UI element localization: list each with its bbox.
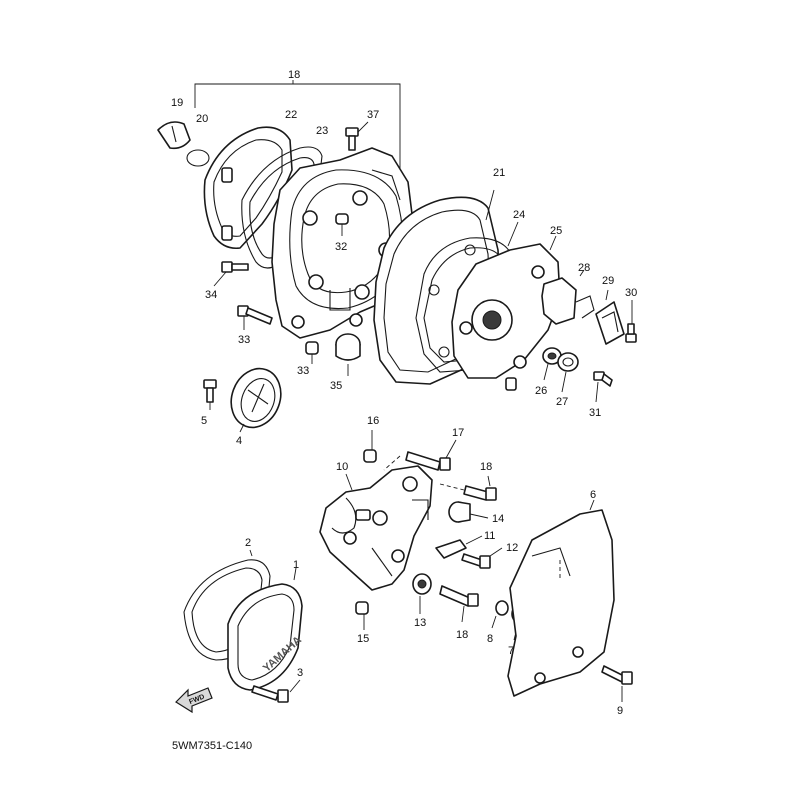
callout-3: 3 (297, 667, 303, 679)
callout-30: 29 (602, 275, 614, 287)
callout-32: 31 (589, 407, 601, 419)
fwd-arrow-icon: FWD (175, 687, 213, 714)
part-20-cap (157, 121, 191, 150)
drawing-code: 5WM7351-C140 (172, 740, 252, 752)
part-33-dowel-lower (305, 341, 319, 364)
part-27-washer (542, 347, 562, 381)
callout-9: 9 (617, 705, 623, 717)
callout-24: 23 (316, 125, 328, 137)
callout-6: 6 (590, 489, 596, 501)
callout-35: 33 (238, 334, 250, 346)
part-17-bolt (383, 439, 457, 471)
part-18-bolt-lower (439, 585, 479, 623)
callout-34: 37 (367, 109, 379, 121)
callout-labels: 18 19 20 22 23 37 21 32 24 25 28 29 30 3… (171, 69, 637, 717)
callout-10: 10 (336, 461, 348, 473)
callout-7: 7 (508, 645, 514, 657)
callout-5: 5 (201, 415, 207, 427)
callout-25: 24 (513, 209, 525, 221)
kit-bracket-19 (194, 80, 401, 180)
part-32-bolt (593, 371, 613, 403)
callout-37: 35 (330, 380, 342, 392)
part-36-bolt (213, 261, 249, 287)
callout-14: 14 (492, 513, 504, 525)
part-11-clip (435, 535, 483, 559)
part-10-housing (319, 465, 433, 591)
part-28-grommet (557, 352, 579, 393)
part-37-plug (335, 333, 361, 376)
callout-18-lower: 18 (456, 629, 468, 641)
callout-31: 30 (625, 287, 637, 299)
callout-8: 8 (487, 633, 493, 645)
part-26-pickup-cover (451, 235, 561, 391)
part-8-collar (491, 600, 509, 629)
callout-29: 28 (578, 262, 590, 274)
callout-27: 26 (535, 385, 547, 397)
part-5-bolt (203, 379, 217, 410)
callout-23: 22 (285, 109, 297, 121)
part-21-o-ring (186, 149, 210, 167)
callout-21: 20 (196, 113, 208, 125)
callout-20: 19 (171, 97, 183, 109)
callout-33-upper: 32 (335, 241, 347, 253)
callout-15: 15 (357, 633, 369, 645)
callout-26: 25 (550, 225, 562, 237)
part-16-dowel (363, 430, 377, 463)
part-3-bolt (251, 679, 301, 703)
part-9-bolt (601, 665, 633, 702)
callout-12: 12 (506, 542, 518, 554)
callout-13: 13 (414, 617, 426, 629)
callout-33-lower: 33 (297, 365, 309, 377)
callout-16: 16 (367, 415, 379, 427)
part-29-sensor (541, 269, 595, 325)
callout-22: 21 (493, 167, 505, 179)
callout-28: 27 (556, 396, 568, 408)
callout-4: 4 (236, 435, 242, 447)
part-12-screw (461, 547, 503, 569)
callout-18-upper: 18 (480, 461, 492, 473)
callout-11: 11 (484, 530, 495, 542)
callout-2: 2 (245, 537, 251, 549)
part-33-dowel-upper (335, 213, 349, 236)
part-30-bracket (595, 289, 625, 345)
part-34-bolt (345, 121, 369, 151)
callout-17: 17 (452, 427, 464, 439)
part-13-collar (412, 573, 432, 614)
part-1-generator-cover: YAMAHA (227, 567, 304, 691)
part-6-sprocket-cover (507, 499, 615, 697)
callout-1: 1 (293, 559, 299, 571)
part-14-collar (448, 501, 489, 523)
part-18-bolt-upper (439, 475, 497, 501)
part-4-rotor-plate (230, 367, 282, 433)
part-31-screw (625, 300, 637, 343)
part-15-dowel (355, 601, 369, 630)
callout-19: 18 (288, 69, 300, 81)
part-35-bolt (237, 305, 273, 330)
callout-36: 34 (205, 289, 217, 301)
part-23-cover (203, 126, 293, 250)
